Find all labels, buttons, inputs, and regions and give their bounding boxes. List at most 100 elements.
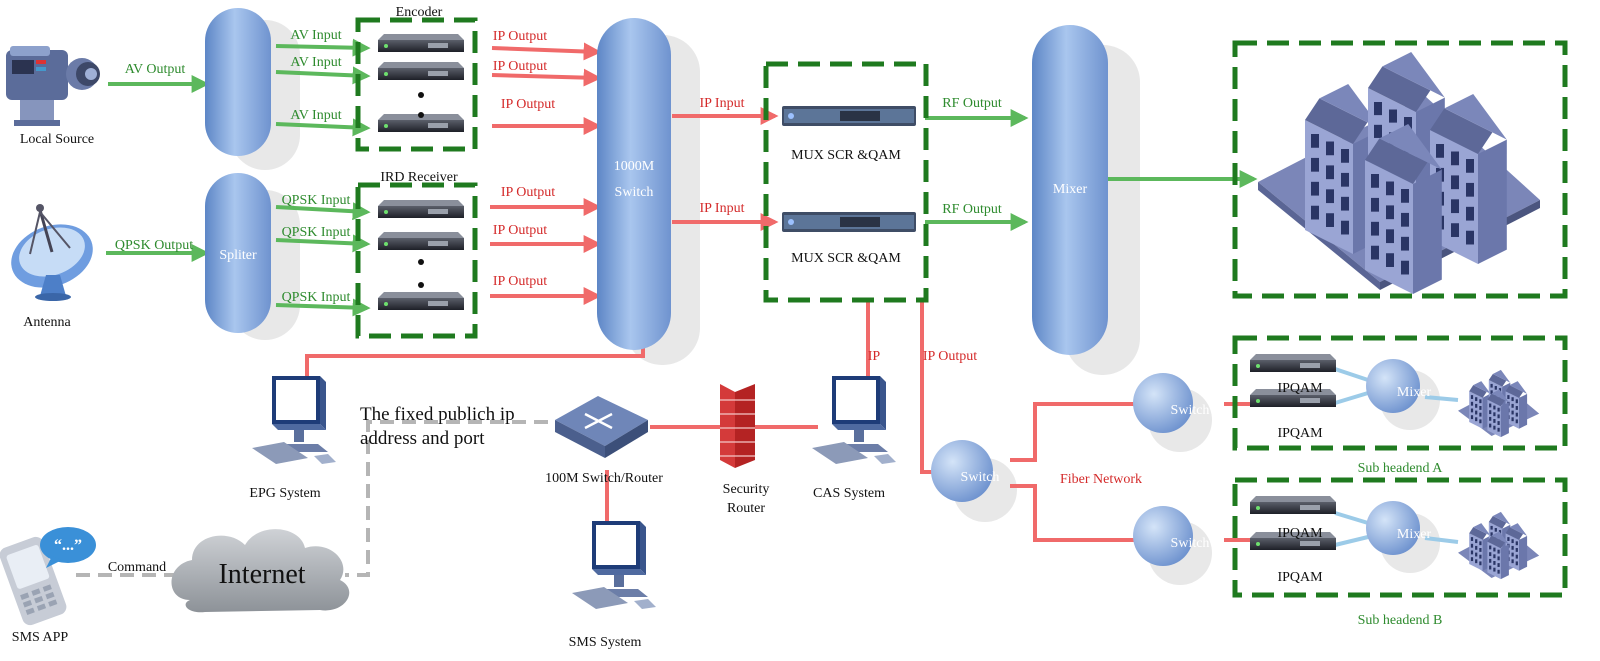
spliter-pill [205,173,271,333]
qpsk-input-label-1: QPSK Input [282,193,351,208]
rack-device-icon [1250,496,1336,514]
fiber-to-switch-a [1010,402,1160,462]
mux-label-2: MUX SCR &QAM [791,251,901,266]
rack-device-icon [378,62,464,80]
rack-device-icon [1250,532,1336,550]
switch-1000m-pill [597,18,671,350]
mux-label-1: MUX SCR &QAM [791,148,901,163]
rack-device-icon [378,232,464,250]
buildings-icon [1458,511,1540,580]
fiber-to-switch-b [1010,484,1160,542]
sms-system-label: SMS System [569,635,642,650]
ip-links [305,42,1262,542]
av-input-label-1: AV Input [290,28,341,43]
camera-icon [6,46,100,126]
computer-icon [812,376,896,464]
av-links [106,38,1258,317]
ellipsis-dots [418,92,424,288]
spliter-label: Spliter [219,248,257,263]
ip-label: IP [868,349,881,364]
switch-1000m-label-2: Switch [615,185,654,200]
ip-output-label-5: IP Output [493,223,547,238]
router-label: 100M Switch/Router [545,471,663,486]
ipqam-label-a2: IPQAM [1277,426,1323,441]
local-source-label: Local Source [20,132,94,147]
buildings-icon [1258,52,1540,294]
phone-icon: “...” [0,527,96,626]
fixed-ip-label-1: The fixed publich ip [360,404,515,425]
fixed-ip-label-2: address and port [360,428,485,449]
mixer-pill [1032,25,1108,355]
rack-device-icons [378,34,1336,550]
ipqam-label-a1: IPQAM [1277,381,1323,396]
internet-to-router [345,420,548,577]
security-router-label-2: Router [727,501,765,516]
enc-ip-out-1 [491,42,602,61]
switch-a-label: Switch [1171,403,1210,418]
ip-output-label-6: IP Output [493,274,547,289]
ird-receiver-label: IRD Receiver [380,170,458,185]
epg-system-label: EPG System [249,486,320,501]
rack-device-icon [378,34,464,52]
switch-b-node [1133,506,1193,566]
mixer-b-node [1366,501,1420,555]
rf-output-label-1: RF Output [942,96,1002,111]
satellite-dish-icon [11,204,93,301]
antenna-label: Antenna [23,315,71,330]
sub-headend-a-label: Sub headend A [1358,461,1444,476]
rack-device-icon [1250,354,1336,372]
internet-links [76,420,548,577]
ip-output-label-mux: IP Output [923,349,977,364]
ird-group [355,182,478,339]
mixer-label: Mixer [1053,182,1088,197]
cloud-icon [171,529,350,613]
av-output-label: AV Output [125,62,186,77]
enc-ip-out-2 [491,68,602,87]
encoder-group [355,17,478,152]
ip-input-label-2: IP Input [700,201,745,216]
computer-icon [252,376,336,464]
rack-device-icon [378,200,464,218]
ip-output-label-4: IP Output [501,185,555,200]
firewall-icon [720,384,755,468]
qpsk-input-label-3: QPSK Input [282,290,351,305]
buildings-icon [1458,369,1540,438]
qpsk-output-label: QPSK Output [115,238,193,253]
mixer-a-node [1366,359,1420,413]
dashed-groups [355,17,1568,598]
rack-device-icon [1250,389,1336,407]
ipqam-label-b2: IPQAM [1277,570,1323,585]
mux-device-2 [782,212,916,232]
ipqam-label-b1: IPQAM [1277,526,1323,541]
ip-output-label-2: IP Output [493,59,547,74]
rack-device-icon [378,292,464,310]
mux-group [763,61,929,303]
cas-system-label: CAS System [813,486,885,501]
sub-headend-a-group [1232,335,1568,451]
encoder-label: Encoder [396,5,443,20]
switch-1000m-label-1: 1000M [614,159,655,174]
qpsk-input-label-2: QPSK Input [282,225,351,240]
rf-output-label-2: RF Output [942,202,1002,217]
av-input-label-2: AV Input [290,55,341,70]
sub-headend-b-group [1232,477,1568,598]
sms-app-label: SMS APP [12,630,69,645]
mixer-a-label: Mixer [1397,385,1432,400]
switch-main-node [931,440,993,502]
av-splitter-pill [205,8,271,156]
svg-text:“...”: “...” [54,537,82,554]
router-icon [555,396,648,458]
ip-input-label-1: IP Input [700,96,745,111]
mux-device-1 [782,106,916,126]
ip-output-label-3: IP Output [501,97,555,112]
mixer-b-label: Mixer [1397,527,1432,542]
switch-main-label: Switch [961,470,1000,485]
buildings-group [1232,40,1568,299]
switch-b-label: Switch [1171,536,1210,551]
security-router-label-1: Security [723,482,770,497]
internet-label: Internet [218,559,305,590]
computer-icon [572,521,656,609]
fiber-network-label: Fiber Network [1060,472,1142,487]
sub-headend-b-label: Sub headend B [1358,613,1443,628]
